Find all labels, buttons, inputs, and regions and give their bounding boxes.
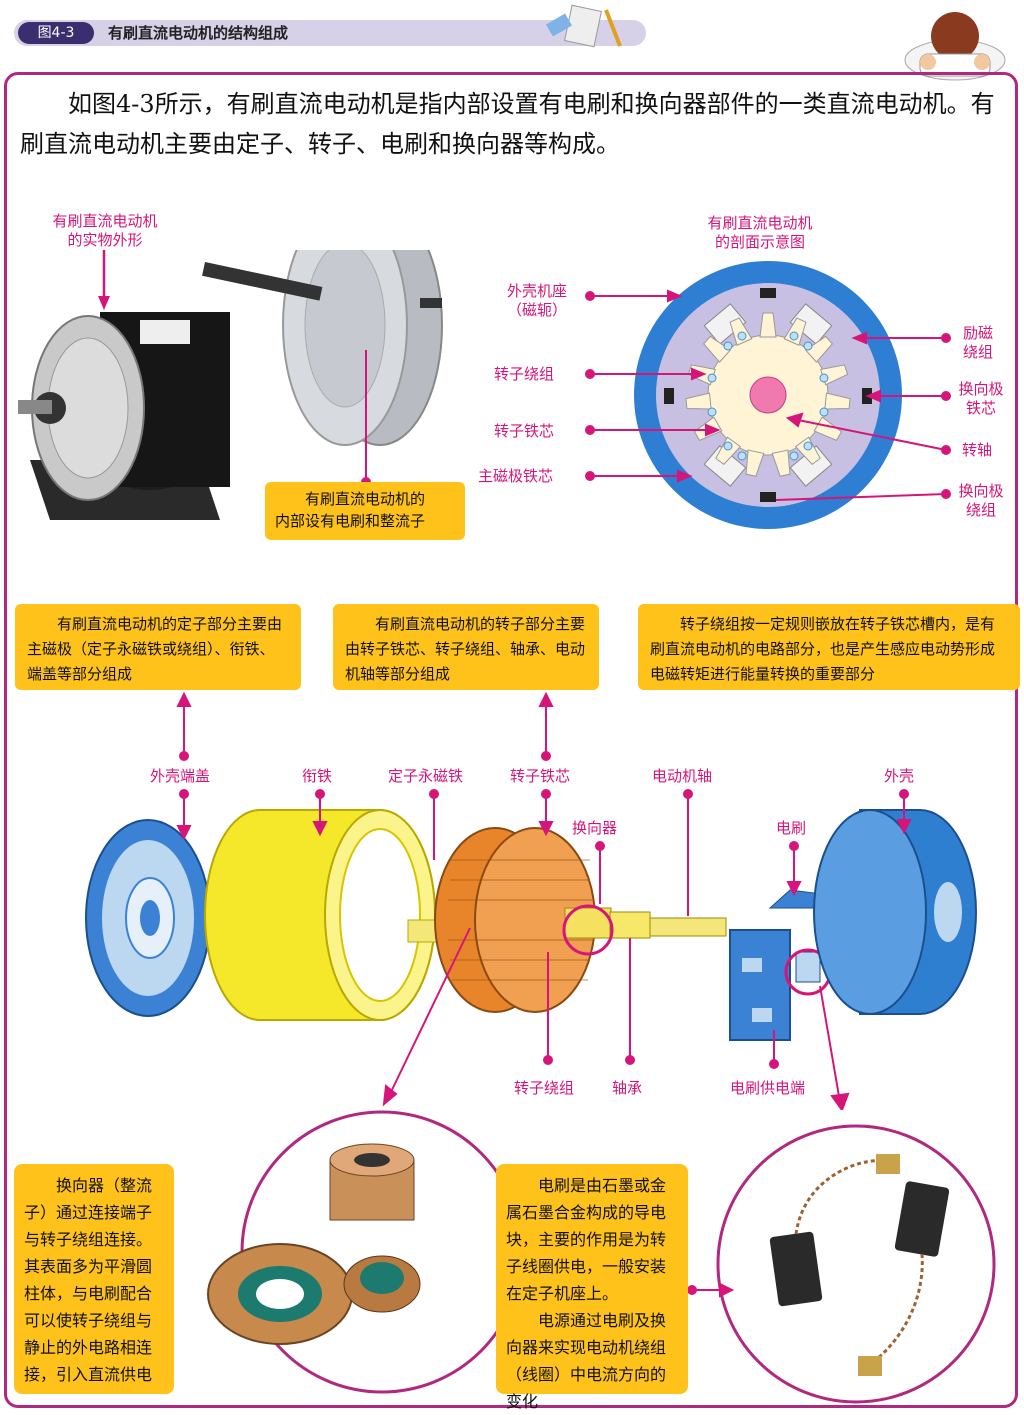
header-bar <box>14 20 646 46</box>
brush-holder-part <box>729 889 832 1041</box>
info-box-rotor: 有刷直流电动机的转子部分主要由转子铁芯、转子绕组、轴承、电动机轴等部分组成 <box>333 604 599 690</box>
stationery-icon <box>545 4 622 48</box>
motor-photos <box>18 250 443 520</box>
label-main-pole-core: 主磁极铁芯 <box>478 467 554 485</box>
label-armature: 衔铁 <box>302 767 333 785</box>
exploded-view-diagram <box>85 691 977 1110</box>
label-commutator: 换向器 <box>572 819 618 837</box>
content-frame <box>4 72 1018 1408</box>
end-cover-part <box>85 819 211 1017</box>
brush-detail <box>687 1124 996 1404</box>
label-field-winding: 励磁 绕组 <box>962 324 993 361</box>
brush-commutator-callout: 有刷直流电动机的 内部设有电刷和整流子 <box>265 482 465 540</box>
intro-paragraph: 如图4-3所示，有刷直流电动机是指内部设置有电刷和换向器部件的一类直流电动机。有… <box>20 90 995 158</box>
label-brush-terminal: 电刷供电端 <box>730 1079 806 1097</box>
label-rotor-winding-section: 转子绕组 <box>494 365 555 383</box>
section-diagram-title: 有刷直流电动机 的剖面示意图 <box>707 214 813 251</box>
label-commutating-pole-core: 换向极 铁芯 <box>958 380 1004 417</box>
label-rotor-core: 转子铁芯 <box>510 767 571 785</box>
reader-avatar-icon <box>904 12 1006 81</box>
armature-part <box>204 809 436 1021</box>
label-stator-magnet: 定子永磁铁 <box>388 767 464 785</box>
rotor-core-part <box>407 827 596 1013</box>
figure-tag: 图4-3 <box>18 22 94 44</box>
housing-part <box>813 809 977 1015</box>
label-commutating-pole-winding: 换向极 绕组 <box>958 482 1004 519</box>
label-rotor-core-section: 转子铁芯 <box>494 422 555 440</box>
figure-title: 有刷直流电动机的结构组成 <box>108 24 289 42</box>
label-housing: 外壳机座 （磁轭） <box>506 282 567 319</box>
cross-section-diagram <box>585 261 951 529</box>
label-end-cover: 外壳端盖 <box>150 767 211 785</box>
hub-motor-photo <box>202 250 443 446</box>
label-brush: 电刷 <box>776 819 807 837</box>
info-box-stator: 有刷直流电动机的定子部分主要由主磁极（定子永磁铁或绕组）、衔铁、端盖等部分组成 <box>15 604 301 690</box>
label-rotor-winding: 转子绕组 <box>514 1079 575 1097</box>
small-motor-photo <box>18 312 230 520</box>
commutator-note: 换向器（整流子）通过连接端子与转子绕组连接。其表面多为平滑圆柱体，与电刷配合可以… <box>14 1164 174 1394</box>
commutator-shaft-part <box>562 904 727 956</box>
label-housing-exploded: 外壳 <box>884 767 915 785</box>
label-motor-shaft: 电动机轴 <box>652 767 713 785</box>
label-shaft-section: 转轴 <box>962 441 993 459</box>
label-bearing: 轴承 <box>612 1079 643 1097</box>
info-box-winding: 转子绕组按一定规则嵌放在转子铁芯槽内，是有刷直流电动机的电路部分，也是产生感应电… <box>638 604 1020 690</box>
photo-label: 有刷直流电动机 的实物外形 <box>52 212 158 249</box>
brush-note: 电刷是由石墨或金属石墨合金构成的导电块，主要的作用是为转子线圈供电，一般安装在定… <box>496 1164 688 1411</box>
